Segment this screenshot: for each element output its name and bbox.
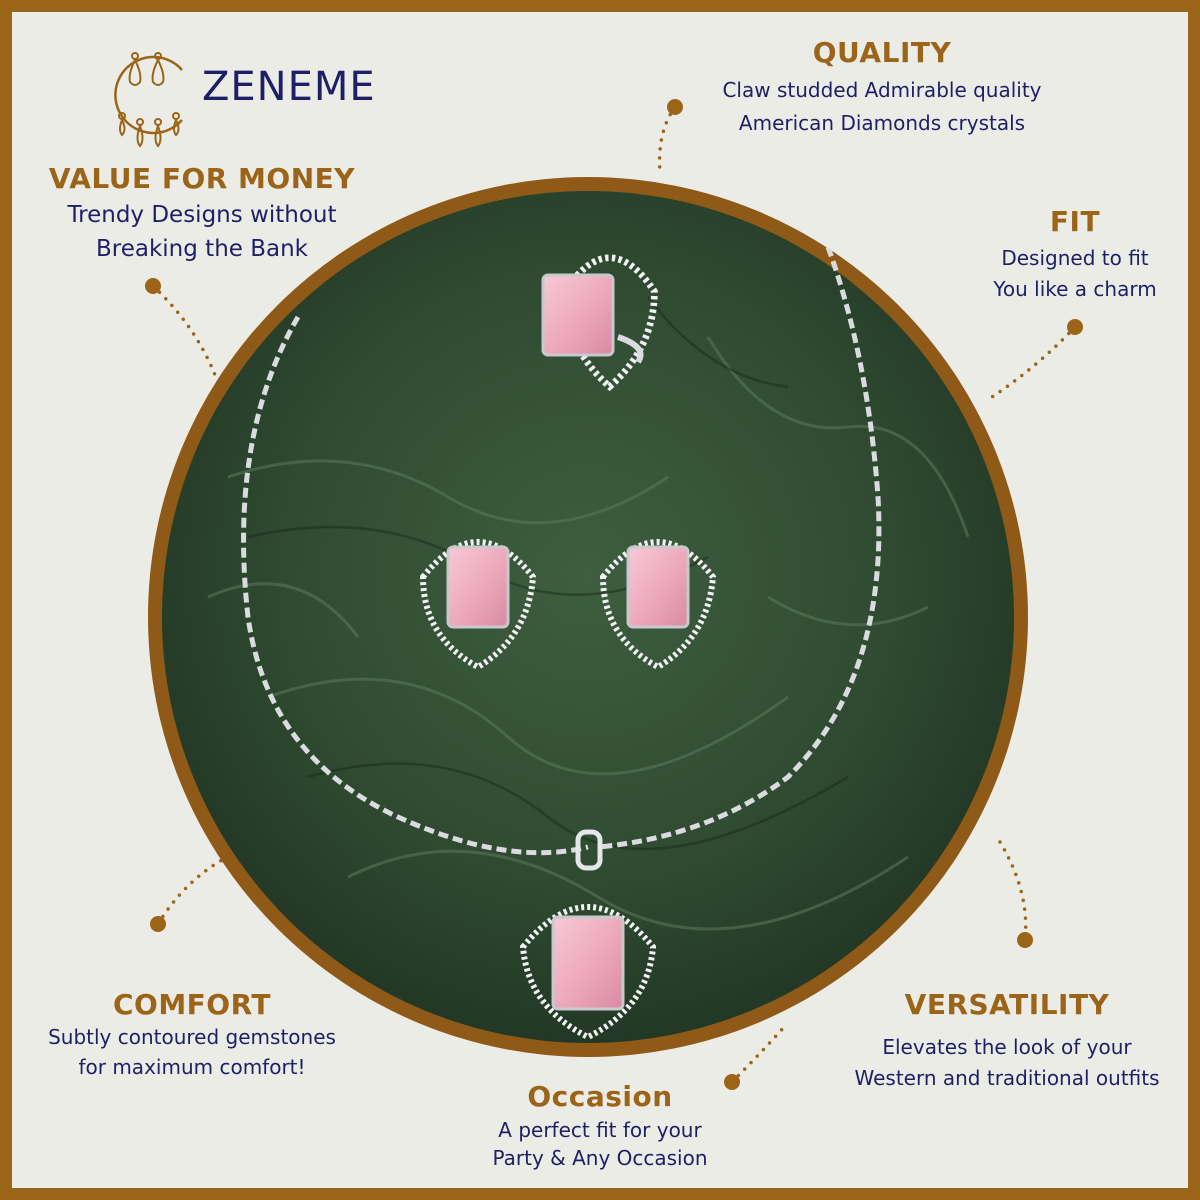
versatility-line-2: Western and traditional outfits	[854, 1066, 1160, 1090]
versatility-title: VERSATILITY	[904, 988, 1110, 1021]
value-line-2: Breaking the Bank	[96, 236, 308, 262]
occasion-dot	[724, 1074, 740, 1090]
value-title: VALUE FOR MONEY	[48, 162, 356, 195]
versatility-connector	[998, 840, 1028, 942]
quality-title: QUALITY	[812, 36, 952, 69]
quality-line-1: Claw studded Admirable quality	[722, 78, 1042, 102]
occasion-description: A perfect fit for your Party & Any Occas…	[450, 1116, 750, 1172]
ring	[541, 254, 658, 392]
comfort-title: COMFORT	[112, 988, 272, 1021]
feature-value-for-money: VALUE FOR MONEY Trendy Designs without B…	[22, 162, 382, 266]
feature-versatility: VERSATILITY Elevates the look of your We…	[832, 988, 1182, 1094]
value-line-1: Trendy Designs without	[67, 202, 337, 228]
comfort-description: Subtly contoured gemstones for maximum c…	[32, 1022, 352, 1082]
product-photo	[148, 177, 1028, 1057]
comfort-line-2: for maximum comfort!	[78, 1055, 306, 1079]
left-earring	[419, 539, 537, 671]
velvet-background	[162, 191, 1014, 1043]
quality-description: Claw studded Admirable quality American …	[652, 74, 1112, 140]
occasion-line-1: A perfect fit for your	[498, 1118, 702, 1142]
comfort-dot	[150, 916, 166, 932]
pendant	[519, 829, 657, 1041]
comfort-line-1: Subtly contoured gemstones	[48, 1025, 336, 1049]
value-dot	[145, 278, 161, 294]
feature-quality: QUALITY Claw studded Admirable quality A…	[652, 36, 1112, 140]
fit-dot	[1067, 319, 1083, 335]
fit-description: Designed to fit You like a charm	[970, 243, 1180, 305]
right-earring	[599, 539, 717, 671]
velvet-creases	[207, 336, 970, 931]
connector-lines	[145, 99, 1083, 1090]
value-connector	[151, 284, 219, 382]
fit-line-1: Designed to fit	[1001, 246, 1149, 270]
occasion-line-2: Party & Any Occasion	[492, 1146, 708, 1170]
fit-line-2: You like a charm	[993, 277, 1157, 301]
quality-line-2: American Diamonds crystals	[738, 111, 1026, 135]
fit-title: FIT	[1049, 205, 1101, 238]
fit-connector	[990, 325, 1077, 399]
value-description: Trendy Designs without Breaking the Bank	[22, 198, 382, 266]
feature-comfort: COMFORT Subtly contoured gemstones for m…	[32, 988, 352, 1082]
feature-occasion: Occasion A perfect fit for your Party & …	[450, 1080, 750, 1172]
earrings-emblem-icon	[114, 52, 183, 148]
occasion-connector	[730, 1025, 786, 1084]
occasion-title: Occasion	[527, 1080, 673, 1113]
necklace-chain	[241, 246, 882, 856]
brand-logo: ZENEME	[100, 42, 375, 162]
versatility-dot	[1017, 932, 1033, 948]
feature-fit: FIT Designed to fit You like a charm	[970, 205, 1180, 305]
versatility-line-1: Elevates the look of your	[882, 1035, 1132, 1059]
brand-name: ZENEME	[202, 64, 376, 110]
versatility-description: Elevates the look of your Western and tr…	[832, 1032, 1182, 1094]
quality-dot	[667, 99, 683, 115]
comfort-connector	[156, 858, 224, 926]
